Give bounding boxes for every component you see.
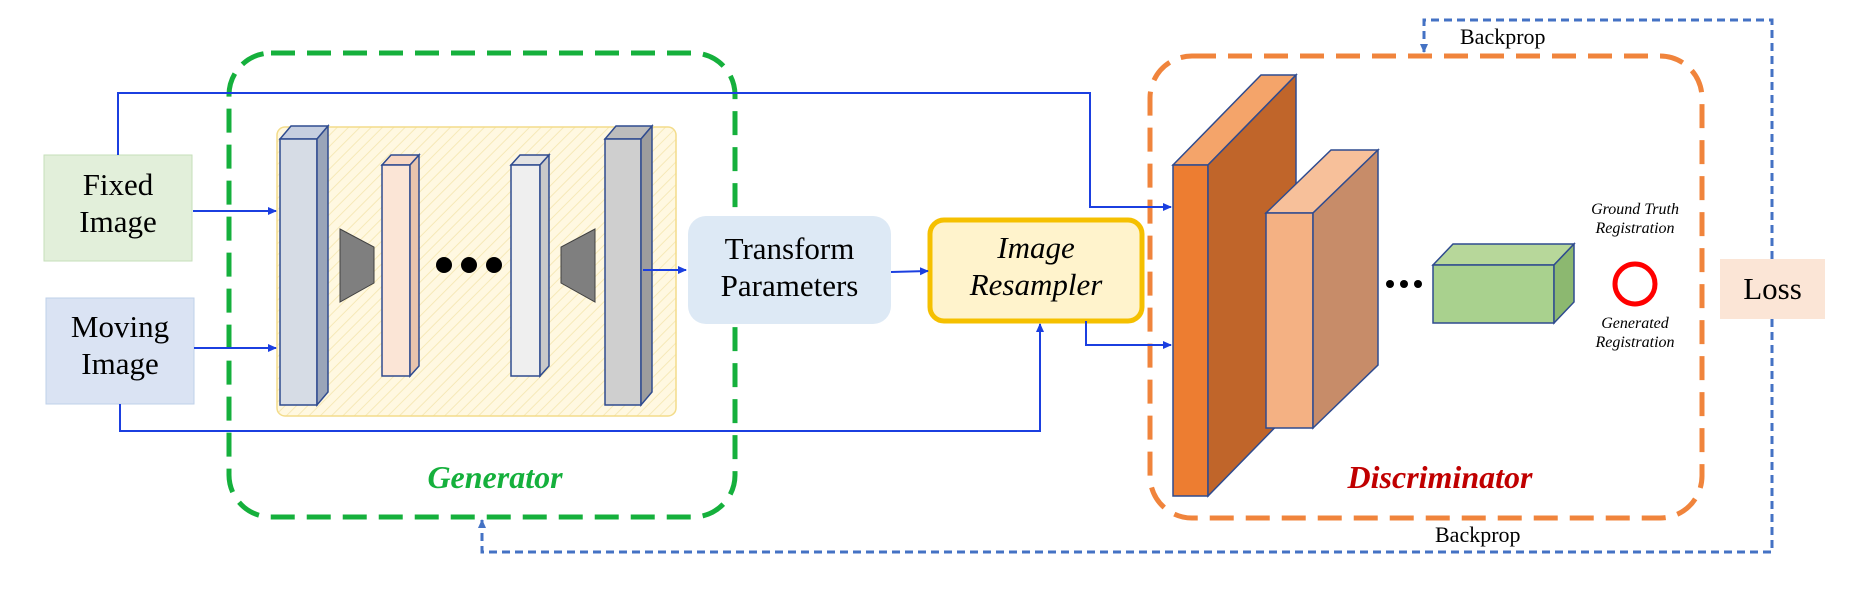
generator-layer-2 — [380, 153, 421, 378]
discriminator-layer-2 — [1264, 148, 1380, 430]
generator-network-panel — [276, 126, 677, 417]
arrow-moving-to-resampler — [119, 323, 1044, 432]
transform-parameters-box — [688, 216, 891, 324]
discriminator-layer-1 — [1171, 73, 1298, 498]
encoder-trapezoid — [339, 228, 375, 303]
discriminator-output-block — [1431, 242, 1576, 325]
ellipsis-dot — [486, 257, 502, 273]
generated-registration-label: Generated Registration — [1595, 315, 1675, 352]
real-fake-indicator — [1612, 261, 1658, 307]
loss-box — [1720, 259, 1825, 319]
moving-image-box — [45, 297, 195, 405]
ellipsis-dot — [461, 257, 477, 273]
ellipsis-dot — [436, 257, 452, 273]
loss-label: Loss — [1743, 271, 1802, 306]
generator-label: Generator — [427, 459, 563, 495]
arrow-fixed-to-discriminator — [117, 92, 1172, 211]
backprop-bottom-label: Backprop — [1435, 522, 1521, 547]
discriminator-label: Discriminator — [1347, 459, 1533, 495]
fixed-image-box — [43, 154, 193, 262]
backprop-arrows — [478, 18, 1774, 554]
image-resampler-box — [927, 217, 1145, 324]
arrow-transform-to-resampler — [890, 267, 929, 276]
ellipsis-dot — [1400, 280, 1408, 288]
backprop-to-discriminator — [1420, 18, 1774, 259]
backprop-top-label: Backprop — [1460, 24, 1546, 49]
transform-parameters-label: Transform Parameters — [720, 231, 859, 304]
arrow-resampler-to-discriminator — [1085, 321, 1172, 349]
ellipsis-dot — [1386, 280, 1394, 288]
backprop-to-generator — [478, 319, 1774, 554]
fixed-image-label: Fixed Image — [79, 167, 157, 240]
forward-arrows — [117, 92, 1172, 432]
ground-truth-label: Ground Truth Registration — [1591, 201, 1679, 238]
ellipsis-dot — [1414, 280, 1422, 288]
generator-layer-3 — [509, 153, 551, 378]
generator-layer-1 — [278, 123, 330, 408]
generator-layer-4 — [603, 123, 654, 408]
discriminator-frame — [1147, 53, 1705, 521]
image-resampler-label: Image Resampler — [969, 230, 1103, 303]
moving-image-label: Moving Image — [70, 309, 170, 382]
decoder-trapezoid — [560, 228, 596, 303]
